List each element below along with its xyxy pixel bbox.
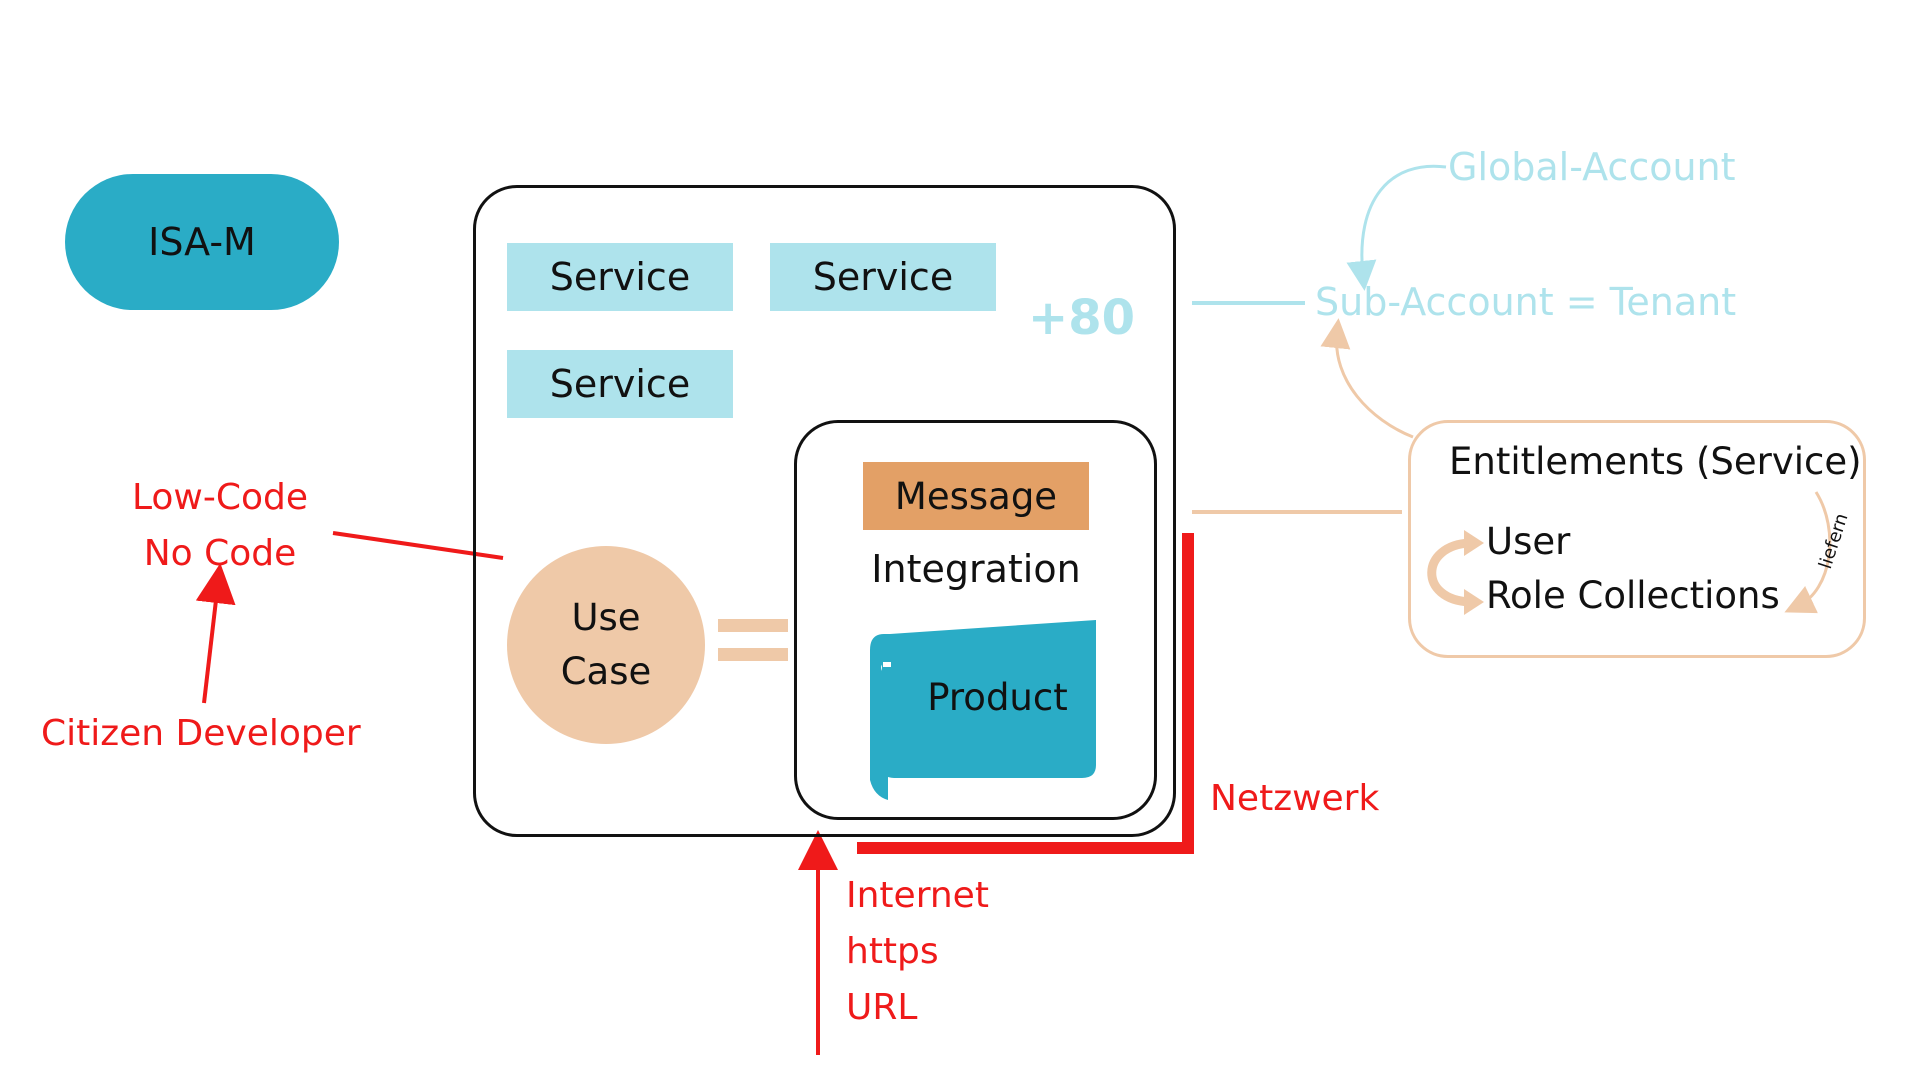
isa-m-pill: ISA-M [65,174,339,310]
global-account-label: Global-Account [1448,145,1736,189]
integration-label: Integration [871,547,1081,591]
internet-line2: https [846,930,939,972]
user-label: User [1486,520,1571,563]
equals-sign-bottom [718,648,788,661]
product-label: Product [927,676,1068,719]
service-label: Service [812,255,954,299]
netzwerk-label: Netzwerk [1210,778,1380,819]
message-label: Message [894,474,1058,518]
global-arrow [1346,164,1447,291]
use-case-line2: Case [560,650,652,693]
message-box: Message [863,462,1089,530]
use-case-circle: Use Case [507,546,705,744]
sub-account-label: Sub-Account = Tenant [1315,280,1737,324]
service-label: Service [549,255,691,299]
entitlements-arrow [1320,318,1414,439]
entitlements-title: Entitlements (Service) [1449,440,1862,483]
netzwerk-line [857,533,1194,854]
service-box-2: Service [770,243,996,311]
internet-line1: Internet [846,875,989,916]
citizen-arrow [195,563,236,704]
isa-m-label: ISA-M [148,220,256,264]
service-box-3: Service [507,350,733,418]
citizen-developer-label: Citizen Developer [41,713,361,754]
entitlements-box [1408,420,1866,658]
low-code-line2: No Code [143,532,297,574]
low-code-line1: Low-Code [131,477,309,518]
service-box-1: Service [507,243,733,311]
low-code-label: Low-Code No Code [90,470,350,582]
equals-sign-top [718,619,788,632]
use-case-line1: Use [571,596,641,640]
product-book-icon [870,620,1096,800]
service-label: Service [549,362,691,406]
internet-line3: URL [846,986,918,1028]
main-container-box [473,185,1176,837]
role-collections-label: Role Collections [1486,574,1780,617]
cycle-arrow [1427,538,1471,607]
liefern-arrow [1784,491,1832,614]
plus-count: +80 [1028,290,1136,346]
integration-box [794,420,1157,820]
internet-label: Internet https URL [846,868,989,1035]
